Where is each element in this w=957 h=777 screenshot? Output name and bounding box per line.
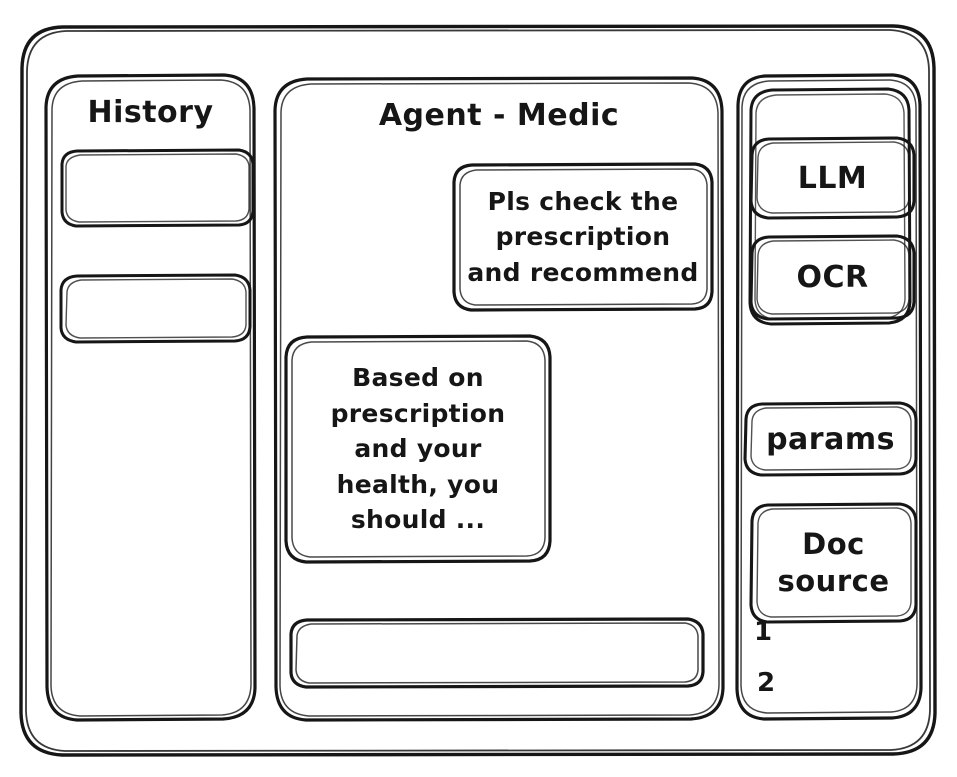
doc-source-button[interactable]: Doc source (751, 504, 916, 622)
doc-source-item-1[interactable]: 1 (754, 617, 773, 647)
user-message-bubble: Pls check the prescription and recommend (454, 164, 712, 310)
tool-button-ocr[interactable]: OCR (751, 236, 914, 319)
page-title: Agent - Medic (378, 98, 620, 133)
history-item-1[interactable] (62, 150, 253, 226)
tool-label: OCR (796, 260, 869, 295)
doc-source-item-2[interactable]: 2 (757, 668, 776, 698)
sidebar-title: History (87, 95, 214, 130)
tool-label: LLM (797, 160, 868, 196)
user-message-text: Pls check the prescription and recommend (467, 186, 699, 287)
message-input[interactable] (291, 619, 703, 687)
assistant-message-text: Based on prescription and your health, y… (330, 363, 506, 535)
tool-button-llm[interactable]: LLM (751, 138, 914, 218)
history-item-2[interactable] (61, 275, 250, 342)
doc-source-label: Doc source (777, 526, 890, 598)
assistant-message-bubble: Based on prescription and your health, y… (286, 336, 550, 562)
params-button[interactable]: params (745, 403, 916, 475)
params-label: params (766, 421, 895, 457)
